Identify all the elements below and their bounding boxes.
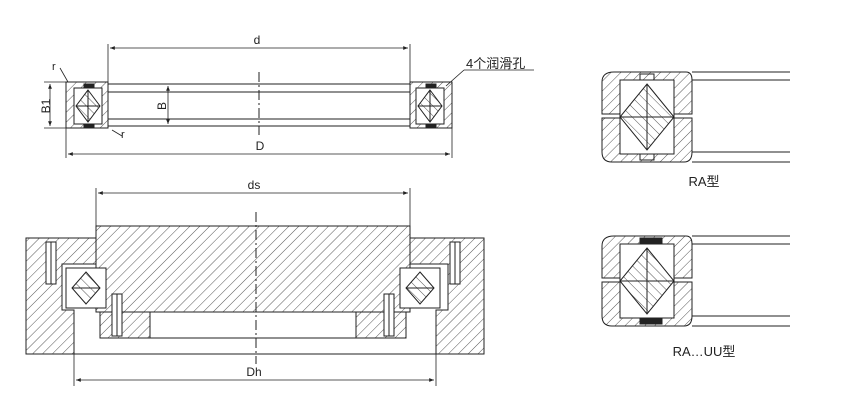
bearing-section-top bbox=[65, 72, 453, 135]
right-clamp bbox=[355, 311, 407, 339]
label-Dh: Dh bbox=[246, 365, 261, 379]
label-r-top: r bbox=[52, 61, 56, 73]
ra-type-section bbox=[601, 71, 790, 163]
mounting-assembly bbox=[25, 212, 485, 364]
dimensions-bottom bbox=[73, 188, 437, 386]
label-B1: B1 bbox=[39, 98, 53, 113]
seal-top bbox=[639, 237, 663, 245]
label-D: D bbox=[256, 139, 265, 153]
label-B: B bbox=[155, 102, 169, 110]
label-ra-uu-type: RA…UU型 bbox=[673, 344, 736, 359]
left-clamp bbox=[99, 311, 151, 339]
label-ds: ds bbox=[248, 178, 261, 192]
right-housing bbox=[409, 237, 485, 355]
label-ra-type: RA型 bbox=[688, 174, 719, 189]
shaft bbox=[95, 225, 411, 313]
dimensions-top bbox=[44, 44, 534, 158]
label-lube-holes: 4个润滑孔 bbox=[466, 56, 525, 71]
label-d: d bbox=[254, 33, 261, 47]
seal-bottom bbox=[639, 317, 663, 325]
ra-uu-type-section bbox=[601, 235, 790, 327]
label-r-bottom: r bbox=[121, 129, 125, 141]
